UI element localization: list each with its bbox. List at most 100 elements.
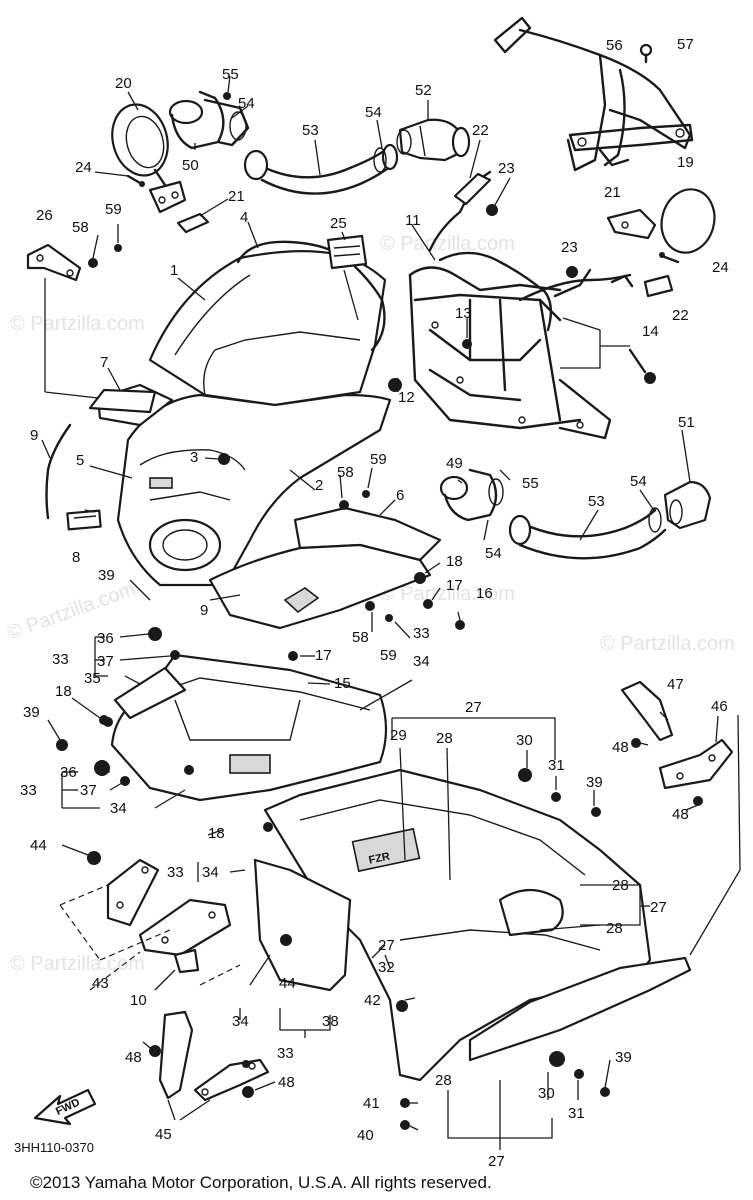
callout-7: 7 bbox=[100, 354, 108, 371]
callout-29: 29 bbox=[390, 727, 407, 744]
callout-39c: 39 bbox=[586, 774, 603, 791]
callout-18a: 18 bbox=[446, 553, 463, 570]
callout-33c: 33 bbox=[20, 782, 37, 799]
elbow-duct-51 bbox=[663, 480, 712, 530]
callout-33d: 33 bbox=[167, 864, 184, 881]
callout-4: 4 bbox=[240, 209, 248, 226]
callout-57: 57 bbox=[677, 36, 694, 53]
bolt-57 bbox=[639, 43, 653, 64]
callout-39b: 39 bbox=[23, 704, 40, 721]
callout-17b: 17 bbox=[315, 647, 332, 664]
callout-28d: 28 bbox=[435, 1072, 452, 1089]
bracket-45 bbox=[158, 1010, 270, 1102]
callout-15: 15 bbox=[334, 675, 351, 692]
callout-53b: 53 bbox=[588, 493, 605, 510]
lower-cowling-side-28 bbox=[253, 858, 352, 992]
callout-3: 3 bbox=[190, 449, 198, 466]
emblem-8 bbox=[66, 509, 102, 531]
callout-18b: 18 bbox=[55, 683, 72, 700]
callout-48c: 48 bbox=[125, 1049, 142, 1066]
callout-47: 47 bbox=[667, 676, 684, 693]
callout-27c: 27 bbox=[378, 937, 395, 954]
callout-34c: 34 bbox=[202, 864, 219, 881]
callout-14: 14 bbox=[642, 323, 659, 340]
callout-37a: 37 bbox=[97, 653, 114, 670]
callout-30a: 30 bbox=[516, 732, 533, 749]
callout-5: 5 bbox=[76, 452, 84, 469]
elbow-duct-52 bbox=[396, 118, 471, 162]
callout-56: 56 bbox=[606, 37, 623, 54]
callout-49: 49 bbox=[446, 455, 463, 472]
callout-2: 2 bbox=[315, 477, 323, 494]
callout-48d: 48 bbox=[278, 1074, 295, 1091]
callout-24a: 24 bbox=[75, 159, 92, 176]
callout-50: 50 bbox=[182, 157, 199, 174]
callout-59b: 59 bbox=[370, 451, 387, 468]
callout-8: 8 bbox=[72, 549, 80, 566]
bracket-7 bbox=[88, 388, 157, 414]
bracket-26 bbox=[26, 243, 82, 282]
callout-23a: 23 bbox=[498, 160, 515, 177]
callout-9a: 9 bbox=[30, 427, 38, 444]
callout-1: 1 bbox=[170, 262, 178, 279]
callout-58a: 58 bbox=[72, 219, 89, 236]
grommet-23-right bbox=[566, 266, 578, 278]
callout-32: 32 bbox=[378, 959, 395, 976]
callout-9b: 9 bbox=[200, 602, 208, 619]
bolt-14 bbox=[628, 348, 656, 384]
callout-27d: 27 bbox=[488, 1153, 505, 1170]
callout-36b: 36 bbox=[60, 764, 77, 781]
watermark: © Partzilla.com bbox=[380, 583, 515, 605]
callout-45: 45 bbox=[155, 1126, 172, 1143]
bracket-43 bbox=[106, 858, 232, 974]
cowling-stay-11 bbox=[408, 170, 634, 440]
windscreen-1 bbox=[148, 250, 387, 407]
callout-55a: 55 bbox=[222, 66, 239, 83]
callout-28a: 28 bbox=[436, 730, 453, 747]
callout-23b: 23 bbox=[561, 239, 578, 256]
callout-26: 26 bbox=[36, 207, 53, 224]
callout-33b: 33 bbox=[52, 651, 69, 668]
callout-59a: 59 bbox=[105, 201, 122, 218]
side-cowl-9 bbox=[208, 543, 432, 630]
callout-39a: 39 bbox=[98, 567, 115, 584]
callout-44b: 44 bbox=[279, 975, 296, 992]
callout-33a: 33 bbox=[413, 625, 430, 642]
callout-58c: 58 bbox=[352, 629, 369, 646]
callout-36a: 36 bbox=[97, 630, 114, 647]
callout-17a: 17 bbox=[446, 577, 463, 594]
callout-38: 38 bbox=[322, 1013, 339, 1030]
watermark: © Partzilla.com bbox=[10, 313, 145, 335]
callout-6: 6 bbox=[396, 487, 404, 504]
callout-21b: 21 bbox=[604, 184, 621, 201]
callout-54c: 54 bbox=[485, 545, 502, 562]
callout-22a: 22 bbox=[472, 122, 489, 139]
callout-53a: 53 bbox=[302, 122, 319, 139]
callout-19: 19 bbox=[677, 154, 694, 171]
callout-40: 40 bbox=[357, 1127, 374, 1144]
lower-cowling-28: FZR bbox=[263, 768, 692, 1082]
callout-30b: 30 bbox=[538, 1085, 555, 1102]
callout-59c: 59 bbox=[380, 647, 397, 664]
callout-48b: 48 bbox=[672, 806, 689, 823]
callout-31a: 31 bbox=[548, 757, 565, 774]
callout-34a: 34 bbox=[413, 653, 430, 670]
callout-28c: 28 bbox=[606, 920, 623, 937]
mirror-right-19 bbox=[606, 188, 716, 254]
leader-lines bbox=[41, 75, 741, 1150]
gasket-21-left bbox=[176, 212, 210, 234]
callout-39d: 39 bbox=[615, 1049, 632, 1066]
callout-27a: 27 bbox=[465, 699, 482, 716]
air-hose-53-upper bbox=[243, 143, 399, 195]
intake-duct-50 bbox=[168, 90, 250, 150]
watermark: © Partzilla.com bbox=[10, 953, 145, 975]
cowl-strip-9 bbox=[45, 423, 72, 520]
callout-22b: 22 bbox=[672, 307, 689, 324]
callout-12: 12 bbox=[398, 389, 415, 406]
bolt-24-left bbox=[126, 174, 145, 187]
callout-51: 51 bbox=[678, 414, 695, 431]
callout-20: 20 bbox=[115, 75, 132, 92]
callout-43: 43 bbox=[92, 975, 109, 992]
callout-25: 25 bbox=[330, 215, 347, 232]
